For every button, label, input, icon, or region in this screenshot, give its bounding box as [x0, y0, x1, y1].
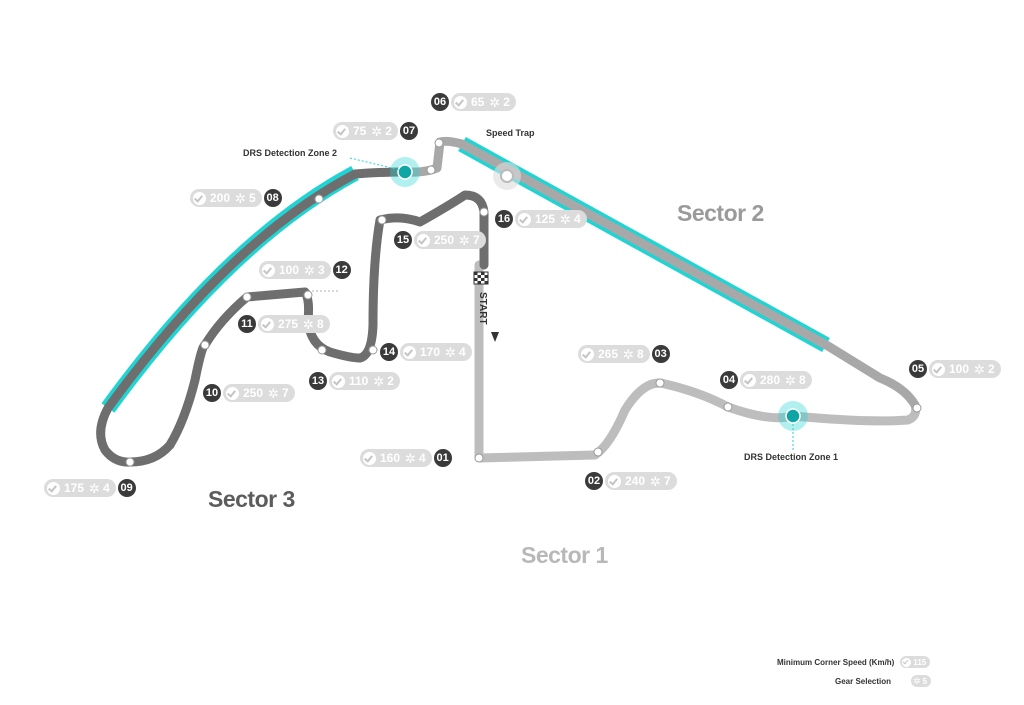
corner-marker-13 — [317, 345, 327, 355]
corner-badge-08: 200✲5 08 — [190, 189, 282, 207]
gear-icon: ✲ — [489, 94, 501, 110]
speed-icon — [262, 263, 275, 277]
start-direction-arrow-icon — [491, 332, 499, 342]
gear-icon: ✲ — [560, 211, 571, 227]
gear-icon: ✲ — [623, 346, 634, 362]
corner-badge-14: 14 170✲4 — [380, 343, 472, 361]
gear-icon: ✲ — [405, 450, 416, 466]
drs2-leader — [349, 157, 401, 171]
speed-icon — [902, 657, 912, 667]
sector-3-label: Sector 3 — [208, 486, 295, 512]
legend-speed-sample: 115 — [900, 656, 931, 668]
corner-badge-03: 265✲8 03 — [578, 345, 670, 363]
gear-icon: ✲ — [304, 262, 315, 278]
speed-icon — [226, 386, 239, 400]
corner-marker-03 — [655, 378, 665, 388]
legend-gear-label: Gear Selection — [835, 676, 892, 686]
speed-icon — [581, 347, 594, 361]
corner-badge-10: 10 250✲7 — [203, 384, 295, 402]
speed-icon — [454, 95, 467, 109]
corner-marker-12 — [303, 290, 313, 300]
corner-marker-06 — [434, 138, 444, 148]
corner-marker-05 — [912, 403, 922, 413]
sector-1-label: Sector 1 — [521, 542, 608, 568]
drs-detection-1-point — [785, 408, 801, 424]
gear-icon: ✲ — [373, 373, 385, 389]
gear-icon: ✲ — [650, 473, 661, 489]
speed-icon — [193, 191, 206, 205]
speed-trap-label: Speed Trap — [486, 128, 535, 138]
corner-marker-16 — [479, 207, 489, 217]
corner-markers — [125, 138, 922, 467]
corner-badge-09: 175✲4 09 — [44, 479, 136, 497]
speed-icon — [932, 362, 945, 376]
chequered-flag-icon — [473, 271, 489, 285]
gear-icon: ✲ — [974, 361, 985, 377]
speed-icon — [608, 474, 621, 488]
sector-2-label: Sector 2 — [677, 200, 764, 226]
legend-gear: Gear Selection ✲5 — [835, 675, 932, 687]
corner-marker-08 — [314, 194, 324, 204]
corner-marker-11 — [242, 292, 252, 302]
speed-trap-point — [500, 169, 514, 183]
speed-icon — [332, 374, 345, 388]
gear-icon: ✲ — [268, 385, 279, 401]
gear-icon: ✲ — [89, 480, 100, 496]
corner-marker-10 — [200, 340, 210, 350]
gear-icon: ✲ — [459, 232, 470, 248]
corner-marker-15 — [377, 215, 387, 225]
start-label: START — [477, 292, 488, 325]
speed-icon — [261, 317, 274, 331]
gear-icon: ✲ — [235, 190, 246, 206]
gear-icon: ✲ — [913, 675, 921, 686]
corner-badge-15: 15 250✲7 — [394, 231, 486, 249]
track-sector-2 — [400, 136, 920, 410]
corner-marker-01 — [474, 453, 484, 463]
corner-marker-02 — [593, 447, 603, 457]
gear-icon: ✲ — [371, 123, 383, 139]
speed-icon — [417, 233, 430, 247]
corner-marker-04 — [723, 402, 733, 412]
gear-icon: ✲ — [785, 372, 796, 388]
gear-icon: ✲ — [303, 316, 314, 332]
corner-badge-02: 02 240✲7 — [585, 472, 677, 490]
corner-badge-07: 75✲2 07 — [333, 122, 418, 140]
legend-speed-label: Minimum Corner Speed (Km/h) — [777, 657, 895, 667]
legend-gear-sample: ✲5 — [911, 675, 932, 687]
corner-badge-13: 13 110✲2 — [309, 372, 400, 390]
speed-icon — [336, 124, 349, 138]
corner-badge-05: 05 100✲2 — [909, 360, 1001, 378]
corner-badge-12: 100✲3 12 — [259, 261, 351, 279]
speed-icon — [363, 451, 376, 465]
drs-detection-2-point — [397, 164, 413, 180]
corner-badge-01: 160✲4 01 — [360, 449, 452, 467]
gear-icon: ✲ — [445, 344, 456, 360]
corner-badge-16: 16 125✲4 — [495, 210, 587, 228]
drs-detection-zone-2-label: DRS Detection Zone 2 — [243, 148, 338, 158]
corner-badge-06: 06 65✲2 — [431, 93, 516, 111]
speed-icon — [518, 212, 531, 226]
speed-icon — [47, 481, 60, 495]
corner-marker-14 — [368, 345, 378, 355]
corner-marker-09 — [125, 457, 135, 467]
legend-speed: Minimum Corner Speed (Km/h) 115 — [777, 656, 931, 668]
corner-badge-11: 11 275✲8 — [238, 315, 330, 333]
corner-badge-04: 04 280✲8 — [720, 371, 812, 389]
speed-icon — [743, 373, 756, 387]
corner-marker-07 — [426, 165, 436, 175]
speed-icon — [403, 345, 416, 359]
drs-detection-zone-1-label: DRS Detection Zone 1 — [744, 452, 839, 462]
